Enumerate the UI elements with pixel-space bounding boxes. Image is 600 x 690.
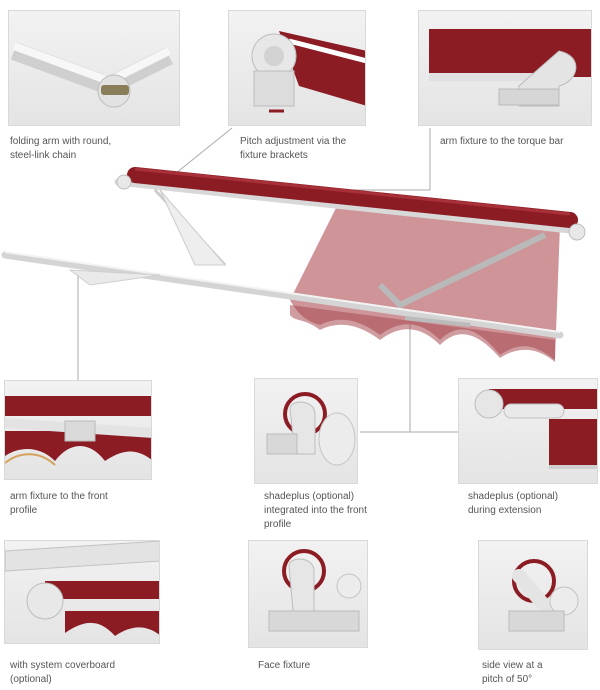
awning-valance [290,305,555,362]
caption-side-view-pitch: side view at a pitch of 50° [482,660,543,685]
fabric-roller [127,167,578,228]
detail-image-face-fixture [248,540,368,648]
caption-shadeplus-extension: shadeplus (optional) during extension [468,491,559,516]
folding-arm [377,232,547,309]
torque-bar [114,178,574,234]
detail-image-pitch-adjustment [228,10,366,126]
caption-arm-fixture-torque-bar: arm fixture to the torque bar [440,136,564,147]
caption-folding-arm: folding arm with round, steel-link chain [10,136,112,161]
caption-system-coverboard: with system coverboard (optional) [10,660,116,685]
detail-image-shadeplus-integrated [254,378,358,484]
caption-pitch-adjustment: Pitch adjustment via the fixture bracket… [240,136,347,161]
front-profile [1,251,564,339]
detail-image-system-coverboard [4,540,160,644]
leader-line-torque-bar [340,128,431,191]
caption-shadeplus-integrated: shadeplus (optional) integrated into the… [264,491,367,530]
detail-image-folding-arm [8,10,180,126]
caption-arm-fixture-front-profile: arm fixture to the front profile [10,491,108,516]
detail-image-shadeplus-extension [458,378,598,484]
detail-image-arm-fixture-front-profile [4,380,152,480]
detail-image-side-view-pitch [478,540,588,650]
caption-face-fixture: Face fixture [258,660,311,671]
detail-image-arm-fixture-torque-bar [418,10,592,126]
